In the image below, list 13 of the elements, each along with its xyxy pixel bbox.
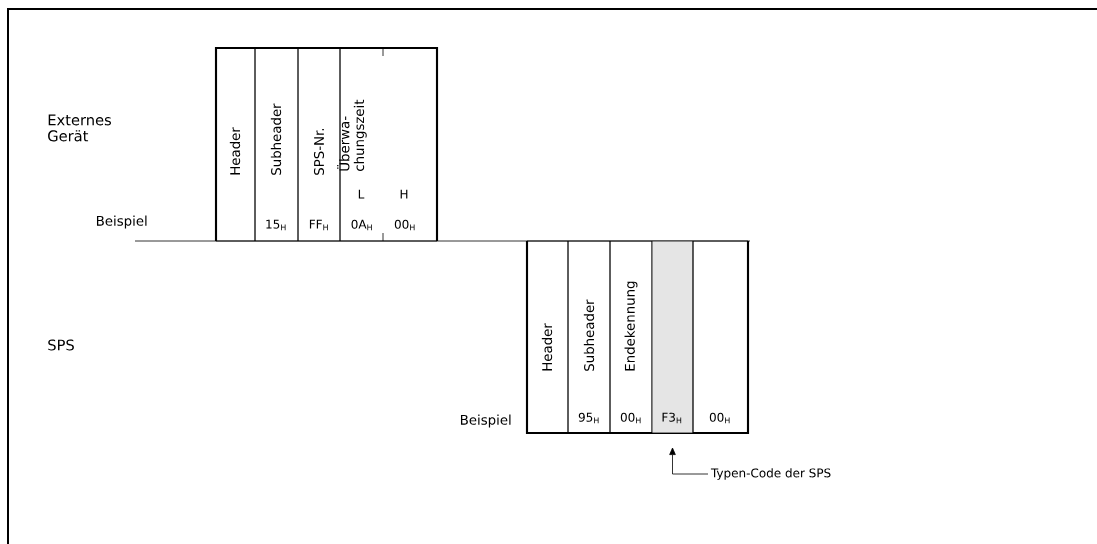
field-cell: Überwa- chungszeit L H 0A$_{H}$ 00$_{H}$ — [337, 47, 438, 242]
field-cell: Subheader 95$_{H}$ — [567, 240, 611, 434]
side-label: Externes Gerät — [48, 114, 111, 142]
field-cell: Header — [526, 240, 569, 434]
callout-text: Typen-Code der SPS — [710, 468, 831, 480]
field-cell: F3$_{H}$ — [651, 240, 694, 434]
side-label: Beispiel — [461, 414, 511, 428]
field-cell: 00$_{H}$ — [692, 240, 749, 434]
field-cell: Subheader 15$_{H}$ — [254, 47, 299, 242]
side-label: Beispiel — [97, 215, 147, 229]
leader-arrow — [669, 447, 709, 475]
field-cell: Header — [215, 47, 256, 242]
side-label: SPS — [48, 339, 74, 351]
